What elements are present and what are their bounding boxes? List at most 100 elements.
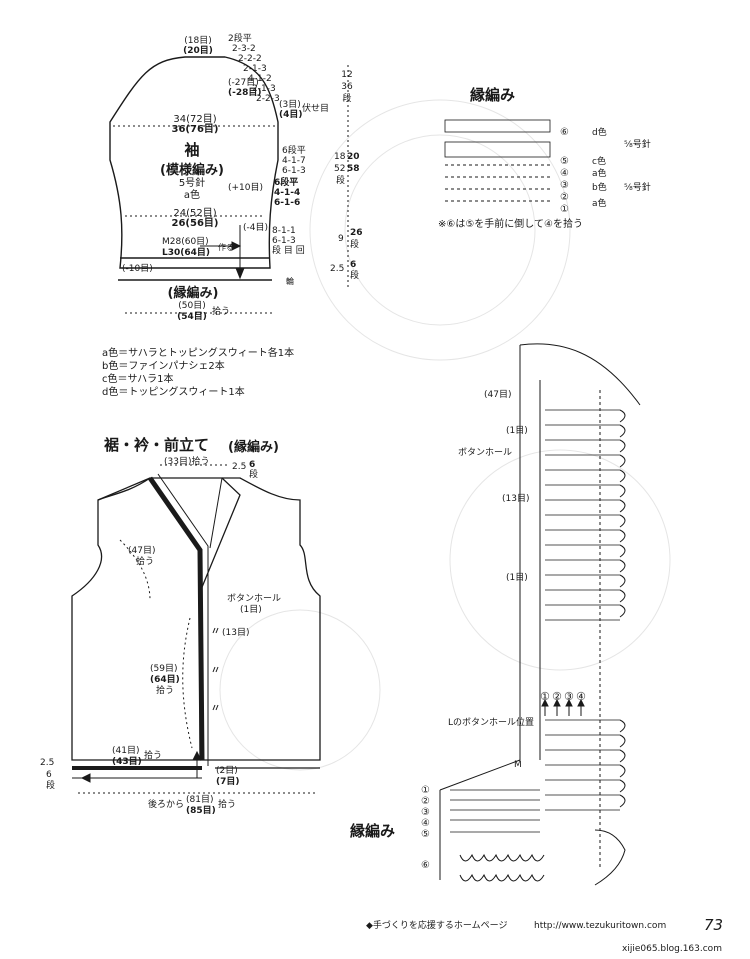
- color-key-d: d色＝トッピングスウィート1本: [102, 387, 245, 398]
- inc-row-b2: 6-1-6: [274, 198, 301, 208]
- chart-title: 縁編み: [350, 822, 396, 840]
- dim-0: 12: [341, 70, 353, 80]
- footer-blog: xijie065.blog.163.com: [622, 944, 722, 954]
- chart-left-4: ④: [421, 818, 430, 829]
- cap-row-3: 2-1-3: [243, 64, 267, 74]
- edge-color-a2: a色: [592, 199, 607, 209]
- front-gap-13: (13目): [222, 628, 250, 638]
- chart-left-2: ②: [421, 796, 430, 807]
- edge-color-c: c色: [592, 157, 606, 167]
- front-buttonhole-n: (1目): [240, 605, 262, 615]
- sew-label: 伏せ目: [302, 104, 330, 114]
- cuff-a: M28(60目): [162, 237, 209, 247]
- inc-row-1: 4-1-7: [282, 156, 306, 166]
- sleeve-top-a: (18目): [184, 36, 212, 46]
- dim-6: 58: [347, 164, 360, 174]
- chart-13: (13目): [502, 494, 530, 504]
- edge-row-1: ①: [560, 204, 569, 215]
- back-b: (85目): [186, 806, 216, 816]
- minus10: (-10目): [122, 264, 153, 274]
- inc-count: (+10目): [228, 183, 264, 193]
- collar-row-2: 段: [249, 470, 259, 480]
- cap-side-a: (-27目): [228, 78, 259, 88]
- page-number: 73: [704, 916, 724, 934]
- hem-b: (43目): [112, 757, 142, 767]
- dim-3: 18: [334, 152, 346, 162]
- edge-needle-b: ⅝号針: [624, 183, 651, 193]
- back-pick: 拾う: [218, 800, 237, 810]
- sleeve-pattern: (模様編み): [160, 163, 224, 178]
- side-a: (47目): [128, 546, 156, 556]
- color-key-a: a色＝サハラとトッピングスウィート各1本: [102, 348, 295, 359]
- cuff-b: L30(64目): [162, 248, 211, 258]
- chart-num-4: ④: [576, 690, 586, 703]
- chart-l-buttonhole-pos: Lのボタンホール位置: [448, 718, 535, 728]
- vest-outline: [71, 473, 321, 779]
- chart-num-2: ②: [552, 690, 562, 703]
- side-label: 拾う: [136, 557, 155, 567]
- scallop-edge: [459, 409, 626, 886]
- footer-url[interactable]: http://www.tezukuritown.com: [534, 921, 667, 931]
- back-a: (81目): [186, 795, 214, 805]
- collar-pick: (33目)拾う: [164, 457, 210, 467]
- chart-stitches: [450, 409, 620, 833]
- sleeve-lower-a: 24(52目): [173, 208, 217, 219]
- hem-row-0: 2.5: [40, 758, 55, 768]
- cuff-make: 作る: [218, 243, 234, 252]
- color-key-c: c色＝サハラ1本: [102, 374, 174, 385]
- footer-homepage: ◆手づくりを応援するホームページ: [366, 921, 508, 931]
- hem-label: 拾う: [144, 751, 163, 761]
- cap-row-2: 2-2-2: [238, 54, 262, 64]
- front-title: 裾・衿・前立て: [104, 436, 210, 454]
- chart-m-label: M: [514, 760, 522, 770]
- dim-8: 9: [338, 234, 344, 244]
- big-chart: [439, 343, 641, 880]
- edge-chart-grid: [444, 119, 551, 202]
- sleeve-needle: 5号針: [178, 178, 206, 189]
- cap-row-0: 2段平: [228, 34, 252, 44]
- corner-a: (2目): [216, 766, 238, 776]
- cap-row-4: 4-1-2: [248, 74, 272, 84]
- edge-color-a1: a色: [592, 169, 607, 179]
- collar-row-1: 6: [249, 460, 256, 470]
- inc-row-b0: 6段平: [274, 178, 299, 188]
- inc-row-2: 6-1-3: [282, 166, 306, 176]
- dec-count: (-4目): [243, 223, 268, 233]
- pick-a: (50目): [178, 301, 206, 311]
- hem-a: (41目): [112, 746, 140, 756]
- dim-4: 20: [347, 152, 360, 162]
- cap-row-5: 2-1-3: [252, 84, 276, 94]
- color-key-b: b色＝ファインパナシェ2本: [102, 361, 225, 372]
- edge-row-3: ③: [560, 180, 569, 191]
- dim-11: 2.5: [330, 264, 345, 274]
- edge-needle-a: ⅝号針: [624, 140, 651, 150]
- back-label: 後ろから: [148, 800, 185, 810]
- cap-side-b: (-28目): [228, 88, 262, 98]
- sew-b: (4目): [279, 110, 303, 120]
- chart-left-1: ①: [421, 785, 430, 796]
- pick-b: (54目): [177, 312, 207, 322]
- edge-note: ※⑥は⑤を手前に倒して④を拾う: [438, 219, 583, 230]
- front-a: (59目): [150, 664, 178, 674]
- front-title-sub: (縁編み): [228, 440, 279, 455]
- dim-2: 段: [342, 94, 352, 104]
- edge-row-2: ②: [560, 192, 569, 203]
- dec-row-0: 8-1-1: [272, 226, 296, 236]
- chart-num-3: ③: [564, 690, 574, 703]
- dim-9: 26: [350, 228, 363, 238]
- front-buttonhole: ボタンホール: [227, 594, 282, 604]
- chart-left-5: ⑤: [421, 829, 430, 840]
- dim-10: 段: [350, 240, 360, 250]
- sleeve-title: 袖: [184, 141, 200, 159]
- sleeve-top-b: (20目): [183, 46, 213, 56]
- dec-row-2: 段 目 回: [272, 246, 305, 256]
- sleeve-outline: [109, 56, 279, 281]
- dec-row-1: 6-1-3: [272, 236, 296, 246]
- collar-row-0: 2.5: [232, 462, 247, 472]
- hem-row-2: 段: [46, 781, 56, 791]
- chart-1a: (1目): [506, 426, 528, 436]
- sleeve-lower-b: 26(56目): [171, 218, 219, 229]
- edge-color-d: d色: [592, 128, 607, 138]
- chart-left-3: ③: [421, 807, 430, 818]
